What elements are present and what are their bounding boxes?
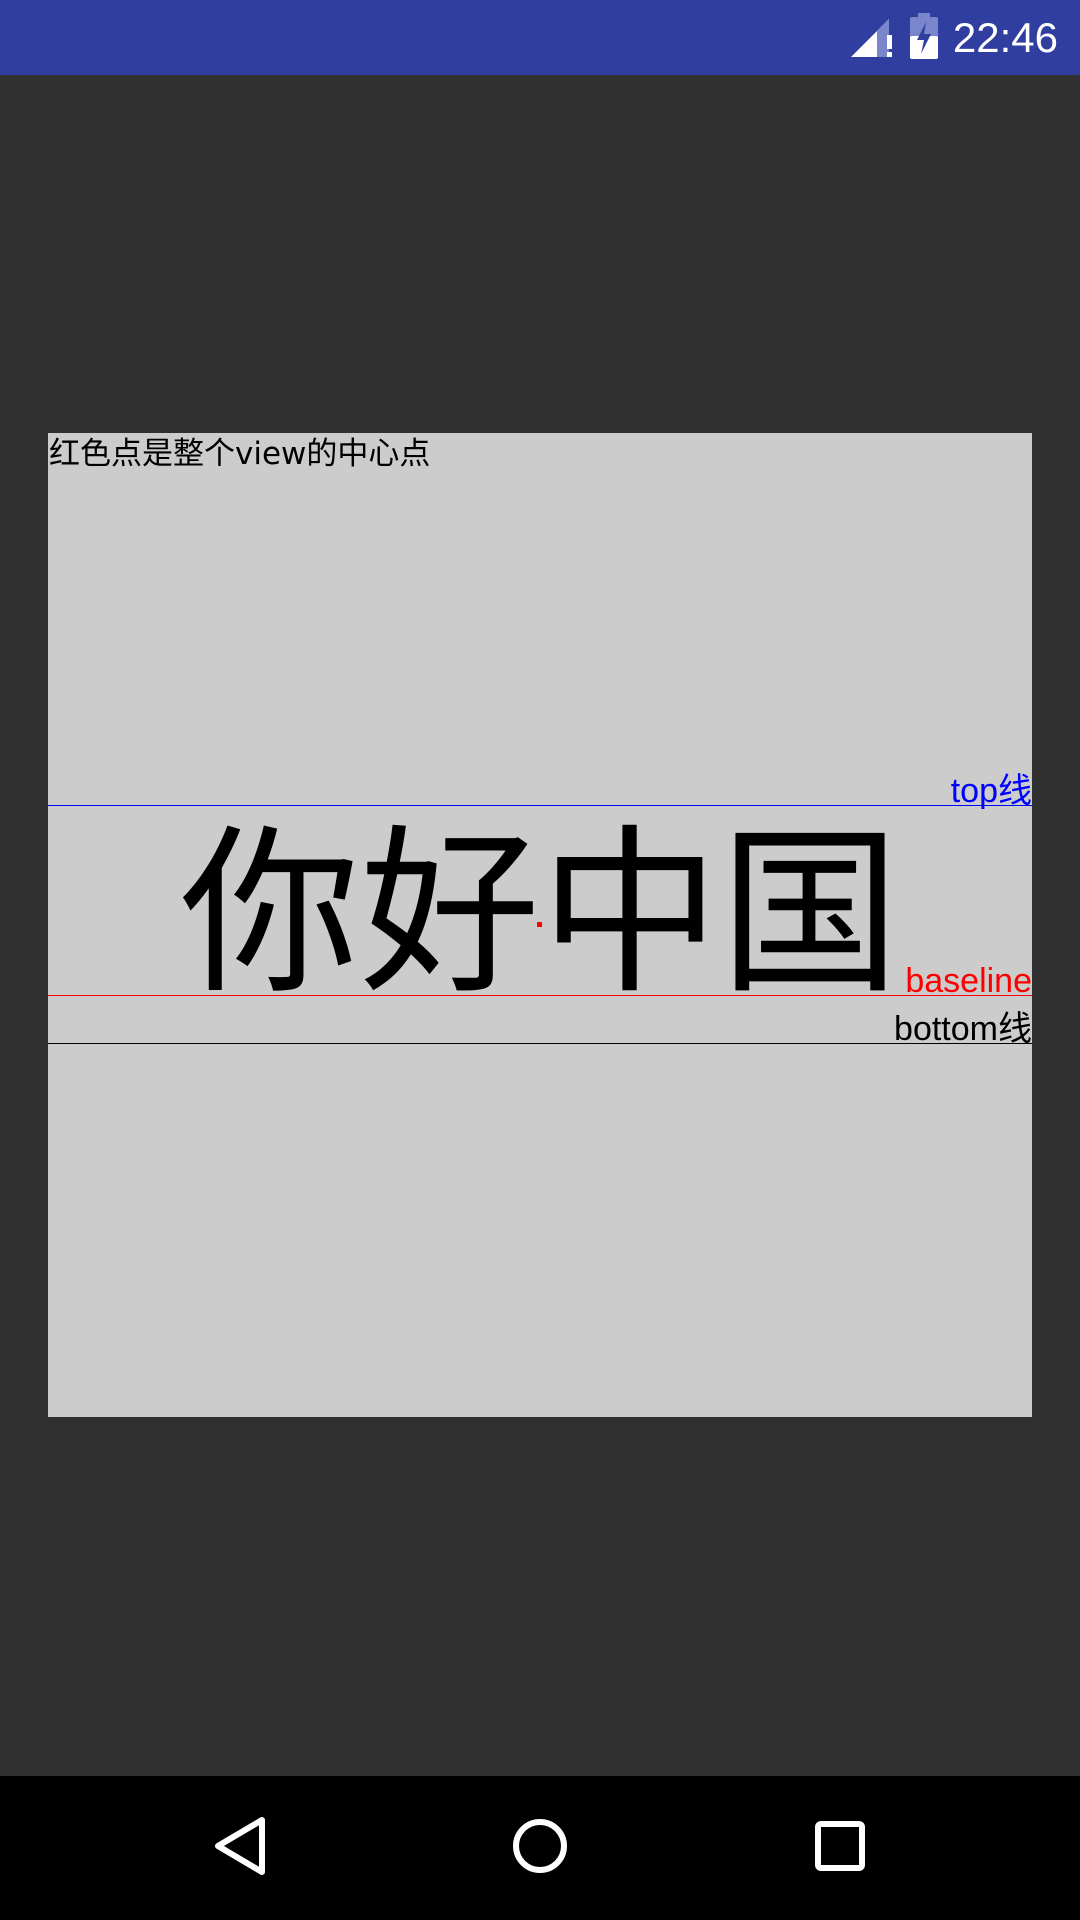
status-time: 22:46 bbox=[952, 14, 1058, 61]
signal-alert-icon bbox=[849, 13, 895, 63]
baseline-line bbox=[48, 995, 1032, 996]
status-bar: 22:46 bbox=[0, 0, 1080, 75]
top-line-label: top线 bbox=[950, 772, 1032, 810]
text-metrics-view: 红色点是整个view的中心点 top线 你好中国 baseline bottom… bbox=[48, 433, 1032, 1417]
recents-button[interactable] bbox=[760, 1776, 920, 1920]
main-text: 你好中国 bbox=[179, 810, 900, 1019]
top-line bbox=[48, 805, 1032, 806]
battery-charging-icon bbox=[909, 12, 939, 64]
center-dot bbox=[537, 922, 542, 927]
navigation-bar bbox=[0, 1776, 1080, 1920]
back-button[interactable] bbox=[160, 1776, 320, 1920]
home-button[interactable] bbox=[460, 1776, 620, 1920]
view-caption: 红色点是整个view的中心点 bbox=[49, 436, 431, 472]
recents-icon bbox=[814, 1820, 866, 1876]
back-icon bbox=[212, 1816, 268, 1880]
baseline-label: baseline bbox=[905, 962, 1032, 1000]
home-icon bbox=[512, 1818, 568, 1878]
status-icons: 22:46 bbox=[849, 0, 1058, 75]
bottom-line-label: bottom线 bbox=[894, 1010, 1032, 1048]
bottom-line bbox=[48, 1043, 1032, 1044]
